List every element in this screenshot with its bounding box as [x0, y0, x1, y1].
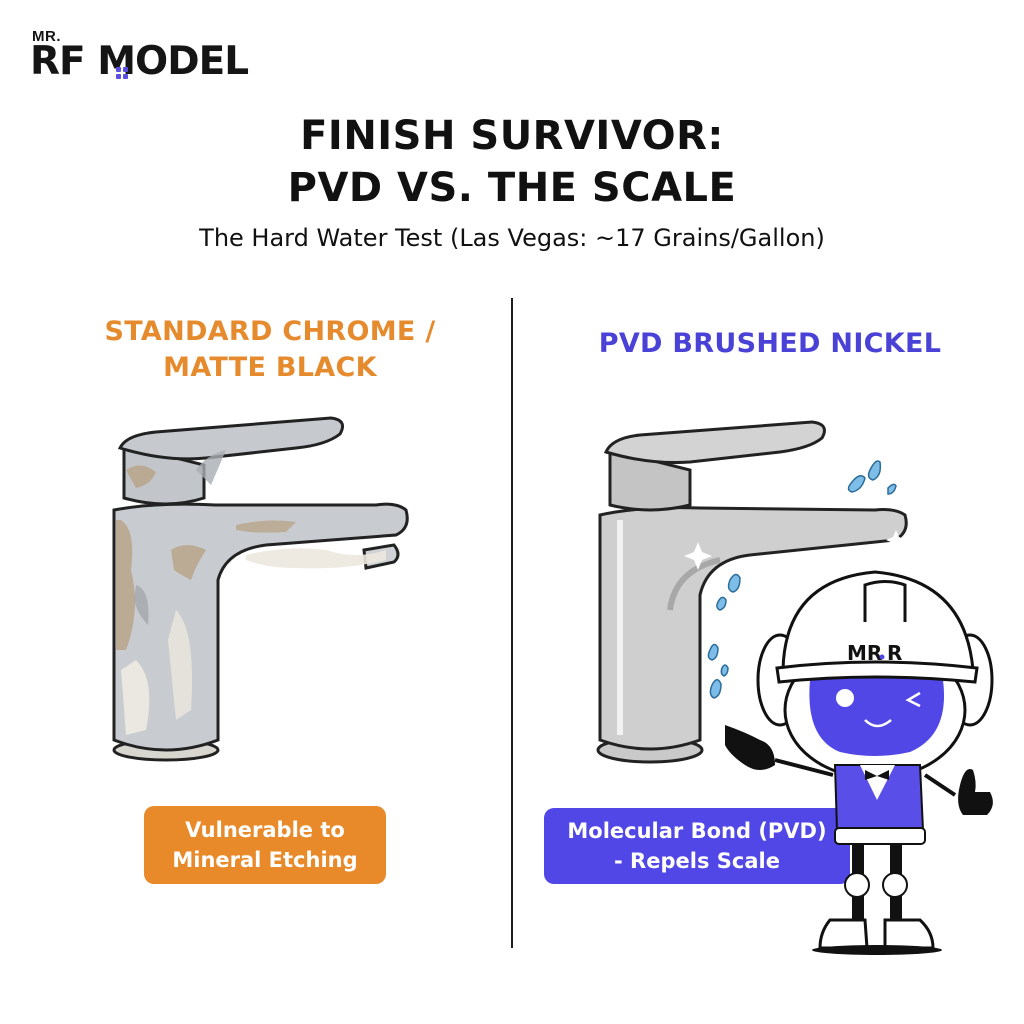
helmet-label: MR: [847, 641, 882, 665]
title-line-2: PVD VS. THE SCALE: [287, 165, 737, 211]
page-subtitle: The Hard Water Test (Las Vegas: ~17 Grai…: [199, 224, 825, 252]
right-badge-line-2: - Repels Scale: [614, 849, 780, 873]
clean-faucet-icon: [596, 420, 908, 764]
left-badge-line-2: Mineral Etching: [172, 848, 358, 872]
left-badge-line-1: Vulnerable to: [185, 818, 345, 842]
column-divider: [511, 298, 513, 948]
logo-prefix: MR.: [32, 28, 61, 45]
robot-mascot-icon: MR R: [725, 570, 994, 955]
corroded-faucet-icon: [112, 416, 409, 762]
title-line-1: FINISH SURVIVOR:: [300, 113, 724, 159]
right-column-title: PVD BRUSHED NICKEL: [598, 328, 942, 359]
vulnerable-badge: Vulnerable to Mineral Etching: [144, 806, 386, 884]
right-badge-line-1: Molecular Bond (PVD): [567, 819, 827, 843]
svg-text:R: R: [887, 641, 902, 665]
left-title-line-1: STANDARD CHROME /: [104, 316, 436, 347]
page-title: FINISH SURVIVOR: PVD VS. THE SCALE: [0, 110, 1024, 214]
logo-wordmark: RF MODEL: [30, 39, 249, 84]
brand-logo: MR. RF MODEL: [30, 28, 270, 84]
left-column-title: STANDARD CHROME / MATTE BLACK: [40, 314, 500, 386]
left-title-line-2: MATTE BLACK: [163, 352, 377, 383]
repels-scale-badge: Molecular Bond (PVD) - Repels Scale: [544, 808, 850, 884]
window-grid-icon: [116, 67, 128, 79]
